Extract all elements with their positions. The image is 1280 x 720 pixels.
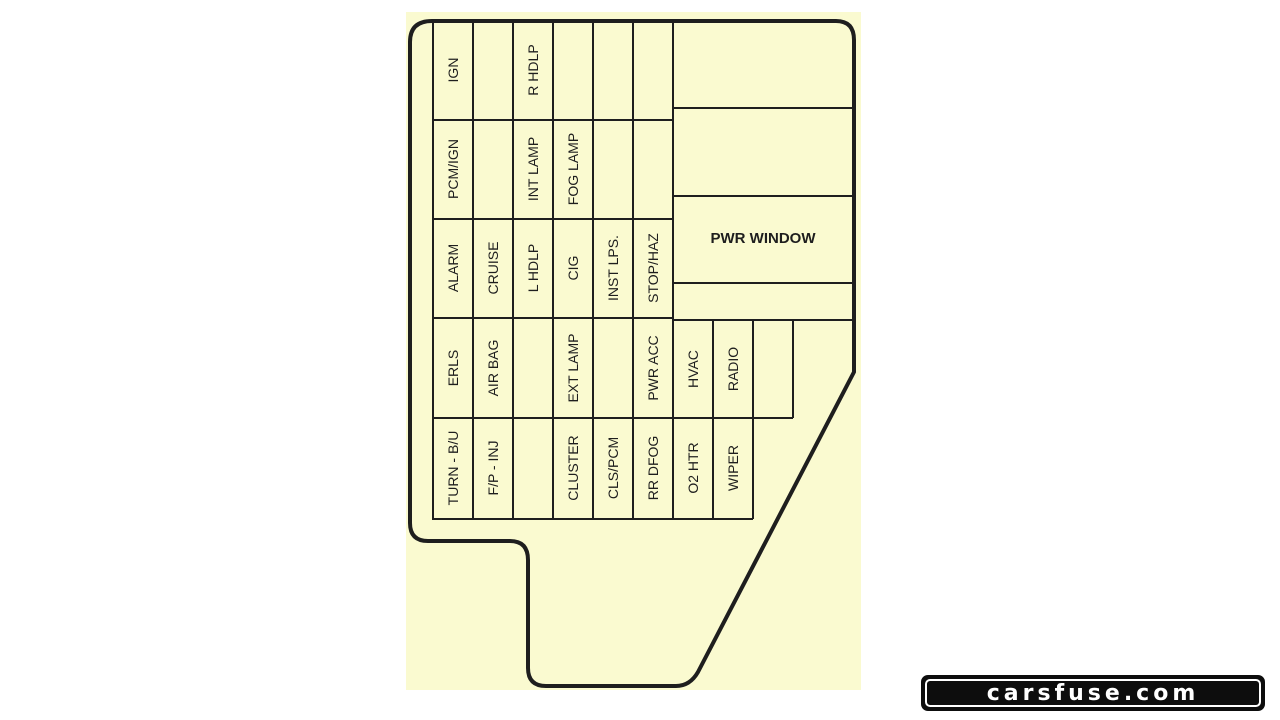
fuse-label-c4-r3: CIG bbox=[565, 256, 581, 281]
fuse-label-c2-r5: F/P - INJ bbox=[485, 441, 501, 496]
fuse-label-c8-r2: WIPER bbox=[725, 445, 741, 491]
fuse-label-c4-r4: EXT LAMP bbox=[565, 334, 581, 403]
fuse-label-c8-r1: RADIO bbox=[725, 347, 741, 391]
fuse-label-c3-r1: R HDLP bbox=[525, 44, 541, 95]
fuse-label-c1-r2: PCM/IGN bbox=[445, 139, 461, 199]
fuse-label-c2-r3: CRUISE bbox=[485, 242, 501, 295]
fuse-label-c6-r4: PWR ACC bbox=[645, 335, 661, 400]
fuse-label-c4-r5: CLUSTER bbox=[565, 435, 581, 500]
fuse-label-c5-r5: CLS/PCM bbox=[605, 437, 621, 499]
carsfuse-logo: carsfuse.com bbox=[921, 675, 1265, 711]
grid-lines bbox=[432, 21, 852, 520]
fuse-label-c5-r3: INST LPS. bbox=[605, 235, 621, 301]
fuse-label-c7-r1: HVAC bbox=[685, 350, 701, 388]
fuse-label-c3-r3: L HDLP bbox=[525, 244, 541, 293]
logo-text: carsfuse.com bbox=[925, 679, 1261, 707]
fuse-label-c6-r3: STOP/HAZ bbox=[645, 233, 661, 303]
fuse-label-c3-r2: INT LAMP bbox=[525, 137, 541, 201]
fuse-label-c4-r2: FOG LAMP bbox=[565, 133, 581, 205]
fuse-labels: IGN PCM/IGN ALARM ERLS TURN - B/U CRUISE AIR B… bbox=[445, 44, 741, 505]
fuse-label-c1-r4: ERLS bbox=[445, 350, 461, 387]
fuse-label-c6-r5: RR DFOG bbox=[645, 436, 661, 501]
fuse-label-c2-r4: AIR BAG bbox=[485, 340, 501, 397]
fuse-label-c1-r5: TURN - B/U bbox=[445, 431, 461, 506]
fuse-label-c7-r2: O2 HTR bbox=[685, 442, 701, 493]
fuse-box-outline bbox=[408, 19, 856, 688]
fuse-label-c1-r1: IGN bbox=[445, 58, 461, 83]
fuse-label-c1-r3: ALARM bbox=[445, 244, 461, 292]
pwr-window-label: PWR WINDOW bbox=[711, 230, 817, 247]
